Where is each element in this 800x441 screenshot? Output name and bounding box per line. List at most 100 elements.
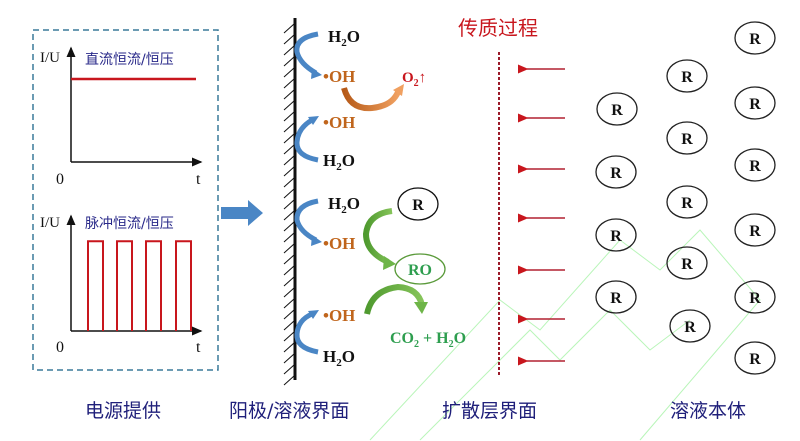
- r-molecule-label: R: [681, 131, 693, 148]
- hatch-mark: [283, 221, 295, 232]
- green-arrowhead-2: [414, 302, 428, 314]
- hatch-mark: [283, 177, 295, 188]
- hatch-mark: [283, 199, 295, 210]
- r-molecule-label: R: [610, 290, 622, 307]
- hatch-mark: [283, 287, 295, 298]
- label-anode-interface: 阳极/溶液界面: [229, 400, 349, 422]
- r-molecule: R: [666, 59, 708, 93]
- r-molecule: R: [595, 280, 637, 314]
- blue-curve-arrow-4: [294, 311, 319, 355]
- hatch-mark: [283, 56, 295, 67]
- r-molecule-label: R: [611, 102, 623, 119]
- r-molecule: R: [734, 341, 776, 375]
- r-molecule-label: R: [681, 69, 693, 86]
- hatch-mark: [283, 331, 295, 342]
- hatch-mark: [283, 309, 295, 320]
- hatch-mark: [283, 342, 295, 353]
- r-molecule-anode: R: [397, 187, 439, 221]
- anode-electrode: [283, 18, 297, 386]
- h2o-label-2: H2O: [323, 151, 355, 173]
- oh-radical-label-3: •OH: [323, 234, 355, 253]
- r-molecule: R: [669, 309, 711, 343]
- r-molecule-label: R: [749, 223, 761, 240]
- hatch-mark: [283, 188, 295, 199]
- oh-radical-label-2: •OH: [323, 113, 355, 132]
- pulse-xlabel: t: [196, 339, 201, 356]
- pulse-4: [175, 240, 192, 331]
- r-molecule-label: R: [749, 290, 761, 307]
- pulse-1: [87, 240, 104, 331]
- hatch-mark: [283, 166, 295, 177]
- hatch-mark: [283, 298, 295, 309]
- hatch-mark: [283, 100, 295, 111]
- hatch-mark: [283, 353, 295, 364]
- hatch-mark: [283, 144, 295, 155]
- r-molecule: R: [734, 280, 776, 314]
- r-molecule-label: R: [684, 319, 696, 336]
- green-curve-arrow-1: [362, 208, 393, 265]
- dc-chart: I/U 直流恒流/恒压 0 t: [40, 46, 203, 188]
- label-power-supply: 电源提供: [85, 400, 161, 422]
- h2o-label-1: H2O: [328, 27, 360, 49]
- orange-curve-arrow: [341, 87, 401, 112]
- pulse-chart: I/U 脉冲恒流/恒压 0 t: [40, 214, 203, 356]
- hatch-mark: [283, 78, 295, 89]
- pulse-2: [116, 240, 133, 331]
- r-molecule: R: [666, 121, 708, 155]
- co2-h2o-label: CO2 + H2O: [390, 330, 466, 350]
- pulse-origin: 0: [56, 339, 64, 356]
- dc-ylabel: I/U: [40, 50, 60, 66]
- power-supply-panel: I/U 直流恒流/恒压 0 t I/U 脉冲恒流/恒压 0 t: [32, 29, 219, 371]
- hatch-mark: [283, 155, 295, 166]
- r-molecule: R: [734, 213, 776, 247]
- blue-arrowhead-1: [311, 68, 322, 79]
- h2o-label-4: H2O: [323, 347, 355, 369]
- blue-curve-arrow-3: [294, 198, 319, 243]
- hatch-mark: [283, 254, 295, 265]
- hatch-mark: [283, 34, 295, 45]
- r-molecule-label: R: [681, 195, 693, 212]
- svg-text:RO: RO: [408, 262, 432, 279]
- hatch-mark: [283, 210, 295, 221]
- r-molecule: R: [734, 21, 776, 55]
- r-molecule: R: [734, 148, 776, 182]
- r-molecule: R: [595, 218, 637, 252]
- blue-arrowhead-3: [311, 235, 322, 246]
- hatch-mark: [283, 364, 295, 375]
- hatch-mark: [283, 111, 295, 122]
- dc-origin: 0: [56, 171, 64, 188]
- green-curve-arrow-2: [364, 283, 425, 315]
- orange-arrowhead: [393, 84, 404, 96]
- dc-title: 直流恒流/恒压: [85, 51, 174, 68]
- pulse-title: 脉冲恒流/恒压: [85, 216, 174, 232]
- ro-intermediate: RO: [394, 253, 446, 285]
- oh-radical-label-1: •OH: [323, 67, 355, 86]
- r-molecule-label: R: [681, 256, 693, 273]
- green-arrowhead-1: [383, 256, 396, 270]
- r-molecule: R: [666, 246, 708, 280]
- r-molecule: R: [596, 92, 638, 126]
- hatch-mark: [283, 133, 295, 144]
- blue-curve-arrow-2: [294, 117, 319, 163]
- r-molecule-label: R: [749, 158, 761, 175]
- r-molecule: R: [595, 155, 637, 189]
- oxidation-arrows: [294, 31, 319, 355]
- hatch-mark: [283, 67, 295, 78]
- hatch-mark: [283, 320, 295, 331]
- hatch-mark: [283, 23, 295, 34]
- r-molecule-label: R: [749, 96, 761, 113]
- hatch-mark: [283, 89, 295, 100]
- hatch-mark: [283, 243, 295, 254]
- o2-gas-label: O2↑: [402, 70, 426, 89]
- hatch-mark: [283, 232, 295, 243]
- pulse-ylabel: I/U: [40, 215, 60, 231]
- hatch-mark: [283, 122, 295, 133]
- svg-text:R: R: [412, 197, 424, 214]
- r-molecule-label: R: [610, 228, 622, 245]
- label-bulk-solution: 溶液本体: [670, 400, 746, 422]
- r-molecule: R: [666, 185, 708, 219]
- hatch-mark: [283, 265, 295, 276]
- dc-xlabel: t: [196, 171, 201, 188]
- watermark: [369, 229, 761, 441]
